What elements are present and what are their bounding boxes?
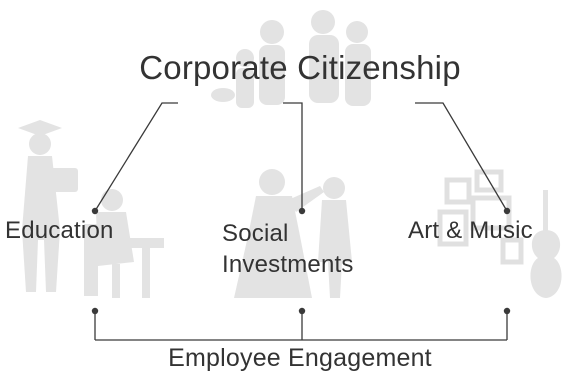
node-social-line1: Social xyxy=(222,220,289,247)
diagram-title: Corporate Citizenship xyxy=(139,49,461,86)
connector-lines xyxy=(94,102,508,341)
connector-dots xyxy=(91,207,511,315)
node-art-music-label: Art & Music xyxy=(408,217,533,244)
graduate-silhouette-graphic xyxy=(18,120,78,292)
footer-label: Employee Engagement xyxy=(168,344,432,372)
node-education-label: Education xyxy=(5,217,114,244)
node-social-line2: Investments xyxy=(222,251,354,278)
node-social-investments-label: Social Investments xyxy=(222,218,354,280)
adult-and-child-silhouette-graphic xyxy=(234,169,352,298)
student-at-desk-silhouette-graphic xyxy=(84,189,164,298)
family-silhouette-graphic xyxy=(211,10,371,108)
